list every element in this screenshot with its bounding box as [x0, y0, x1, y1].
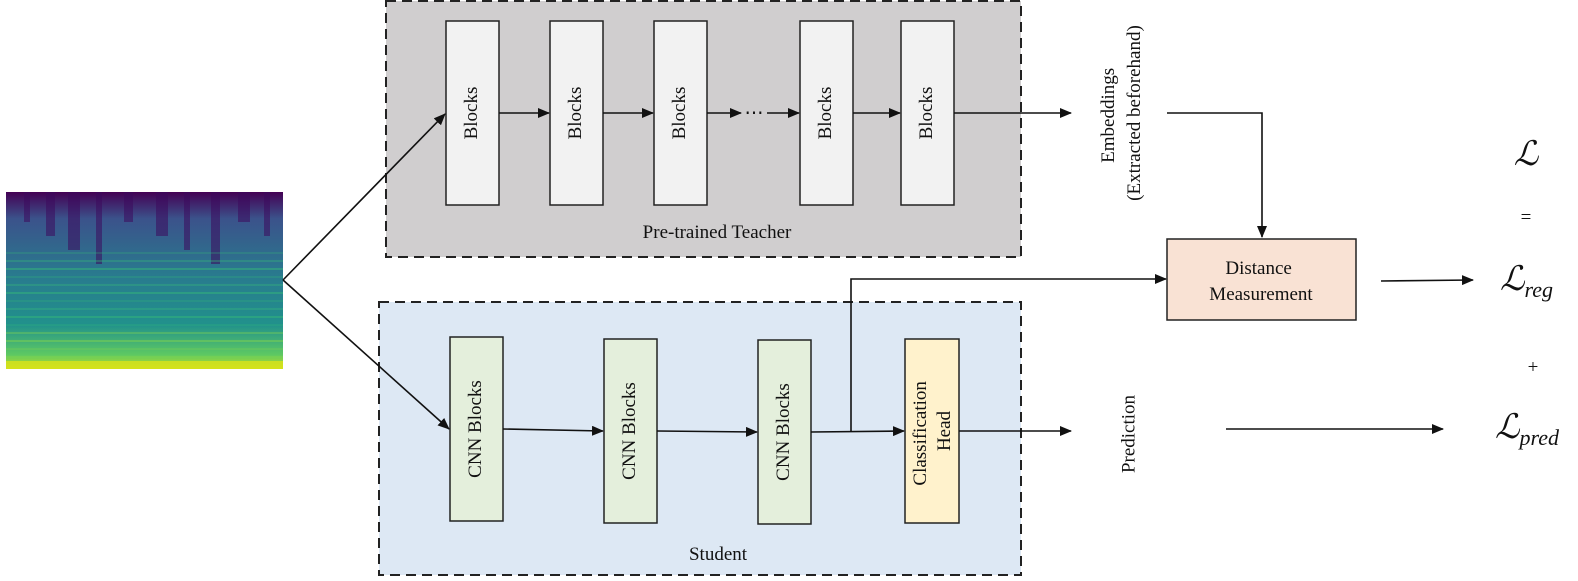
loss-equals: = [1521, 207, 1532, 228]
classification-head: Classification Head [904, 338, 960, 524]
arrow-student-features-to-distance [850, 274, 1167, 432]
cnn-block-1-label: CNN Blocks [465, 380, 486, 478]
distance-label: Distance Measurement [1209, 258, 1313, 305]
loss-reg: ℒreg [1500, 259, 1553, 302]
arrow-embeddings-to-distance [1167, 112, 1267, 238]
cnn-block-3: CNN Blocks [757, 339, 812, 525]
embeddings-line-1: Embeddings [1098, 68, 1119, 163]
teacher-block-3-label: Blocks [669, 87, 690, 140]
student-label: Student [689, 544, 748, 565]
loss-total: ℒ [1514, 134, 1540, 174]
spectrogram-image [6, 192, 283, 369]
teacher-block-2: Blocks [549, 20, 604, 206]
cnn-block-3-label: CNN Blocks [773, 383, 794, 481]
loss-reg-symbol: ℒ [1500, 259, 1526, 299]
prediction-label: Prediction [1118, 394, 1139, 473]
teacher-block-2-label: Blocks [565, 87, 586, 140]
loss-pred: ℒpred [1495, 407, 1560, 450]
cnn-block-2: CNN Blocks [603, 338, 658, 524]
teacher-block-1: Blocks [445, 20, 500, 206]
embeddings-line-2: (Extracted beforehand) [1124, 25, 1145, 201]
classification-head-line-2: Head [934, 410, 955, 451]
distance-line-1: Distance [1225, 258, 1291, 279]
distance-box [1166, 238, 1357, 321]
cnn-block-1: CNN Blocks [449, 336, 504, 522]
embeddings-label: Embeddings (Extracted beforehand) [1098, 25, 1145, 201]
teacher-label: Pre-trained Teacher [643, 222, 792, 243]
arrow-input-to-student [282, 279, 450, 430]
loss-pred-subscript: pred [1518, 425, 1561, 450]
teacher-block-4: Blocks [799, 20, 854, 206]
arrow-input-to-teacher [282, 113, 446, 281]
teacher-block-5-label: Blocks [916, 87, 937, 140]
teacher-block-1-label: Blocks [461, 87, 482, 140]
arrow-cnn-1-2 [502, 425, 604, 436]
arrow-cnn-3-to-head [810, 426, 905, 437]
teacher-block-4-label: Blocks [815, 87, 836, 140]
arrow-cnn-2-3 [656, 426, 758, 437]
teacher-ellipsis: ⋯ [745, 103, 764, 124]
teacher-block-5: Blocks [900, 20, 955, 206]
loss-reg-subscript: reg [1525, 277, 1554, 302]
cnn-block-2-label: CNN Blocks [619, 382, 640, 480]
arrow-distance-to-loss [1380, 275, 1474, 286]
classification-head-label: Classification Head [910, 376, 955, 485]
distance-line-2: Measurement [1209, 284, 1313, 305]
loss-pred-symbol: ℒ [1495, 407, 1521, 447]
teacher-block-3: Blocks [653, 20, 708, 206]
classification-head-line-1: Classification [910, 381, 931, 486]
loss-plus: + [1528, 357, 1539, 378]
